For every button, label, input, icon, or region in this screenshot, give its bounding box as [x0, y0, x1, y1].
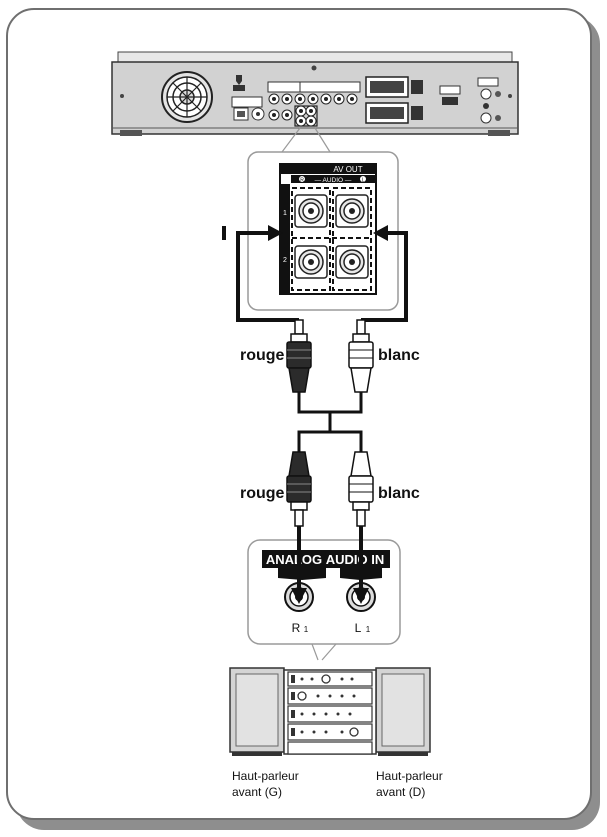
- lower-cable-wires: [291, 526, 369, 604]
- lower-right-cable-label: blanc: [378, 485, 420, 502]
- av-out-jack-l1: [335, 194, 369, 228]
- right-speaker-label-line1: Haut-parleur: [376, 769, 443, 783]
- upper-cable-wires: [222, 225, 408, 322]
- row-2-number: 2: [283, 257, 287, 264]
- av-out-title: AV OUT: [333, 165, 362, 174]
- av-out-panel: AV OUT — AUDIO — R L 1 2: [247, 151, 399, 311]
- analog-title: ANALOG: [266, 552, 322, 567]
- av-out-jack-l2: [335, 245, 369, 279]
- av-out-jack-r1: [294, 194, 328, 228]
- left-speaker-label-line2: avant (G): [232, 785, 282, 799]
- row-1-number: 1: [283, 210, 287, 217]
- right-marker: R: [300, 178, 304, 184]
- dvd-receiver-rear-panel: [111, 51, 519, 136]
- analog-audio-in-panel: ANALOG AUDIO IN R 1 L 1: [247, 539, 401, 645]
- stereo-system-icon: [283, 669, 377, 755]
- jack-left-label: L: [355, 621, 362, 635]
- upper-right-cable-label: blanc: [378, 347, 420, 364]
- left-speaker-label-line1: Haut-parleur: [232, 769, 299, 783]
- right-speaker-label-line2: avant (D): [376, 785, 425, 799]
- jack-right-label: R: [292, 621, 301, 635]
- audio-header: — AUDIO —: [315, 177, 352, 184]
- jack-left-sub: 1: [366, 625, 371, 634]
- fan-icon: [161, 71, 213, 123]
- rca-plug-icon: [286, 451, 374, 527]
- jack-right-sub: 1: [304, 625, 309, 634]
- av-out-jack-r2: [294, 245, 328, 279]
- lower-left-cable-label: rouge: [240, 485, 285, 502]
- upper-left-cable-label: rouge: [240, 347, 285, 364]
- speaker-icon: [375, 667, 431, 756]
- rca-plug-icon: [286, 319, 374, 393]
- speaker-icon: [229, 667, 285, 756]
- left-marker: L: [362, 178, 365, 184]
- audio-in-title: AUDIO IN: [326, 552, 385, 567]
- cable-middle-wires: [297, 392, 363, 452]
